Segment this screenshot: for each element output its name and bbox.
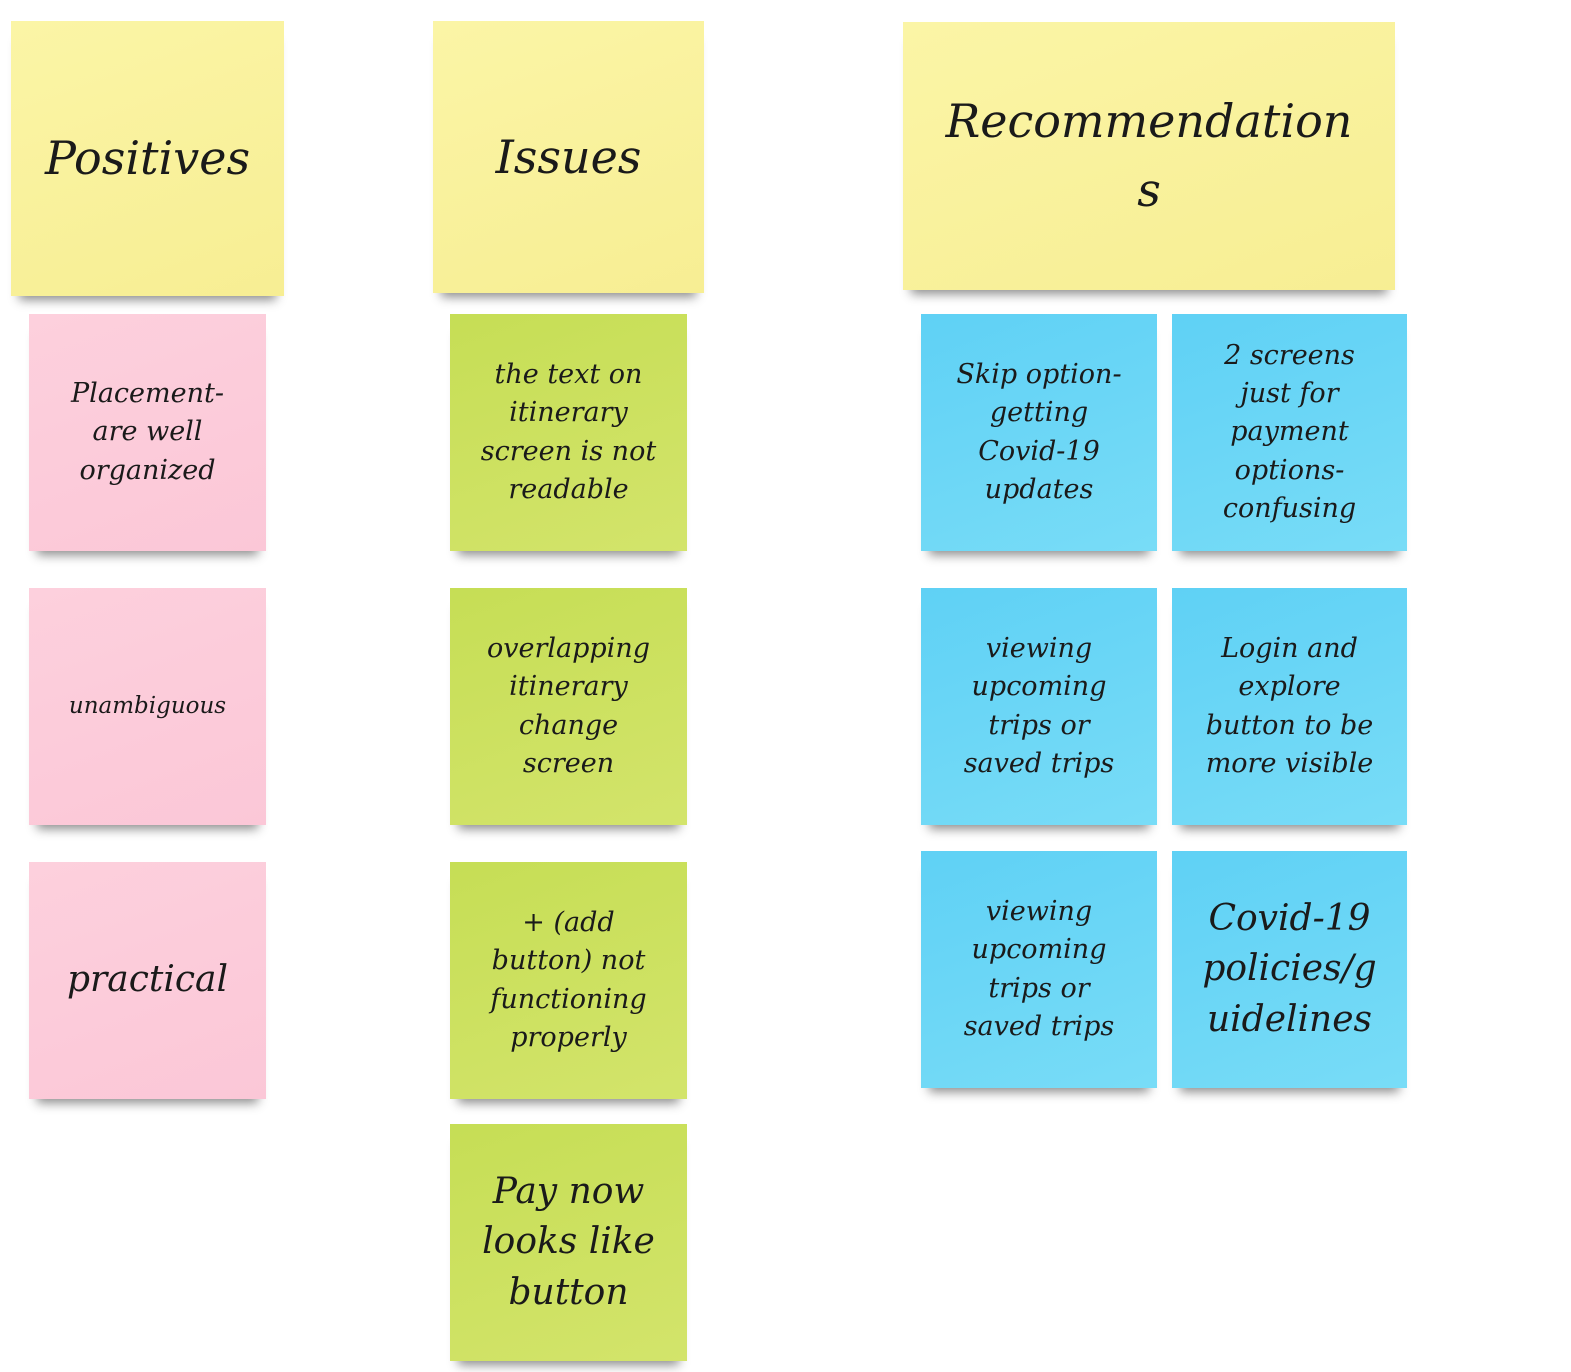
recommendation-note-text: viewing upcoming trips or saved trips: [963, 895, 1115, 1042]
issues-header-note: Issues: [433, 21, 704, 293]
recommendation-note-text: Skip option- getting Covid-19 updates: [956, 358, 1122, 505]
recommendation-note: viewing upcoming trips or saved trips: [921, 588, 1157, 825]
positive-note-text: unambiguous: [68, 693, 227, 720]
issues-header-label: Issues: [495, 129, 642, 184]
recommendation-note: Skip option- getting Covid-19 updates: [921, 314, 1157, 551]
issue-note-text: overlapping itinerary change screen: [486, 632, 650, 779]
issue-note: overlapping itinerary change screen: [450, 588, 687, 825]
recommendation-note-text: Login and explore button to be more visi…: [1205, 632, 1374, 779]
positive-note-text: practical: [67, 959, 228, 1001]
positive-note-text: Placement- are well organized: [71, 378, 224, 486]
recommendation-note: Covid-19 policies/g uidelines: [1172, 851, 1407, 1088]
positive-note: Placement- are well organized: [29, 314, 266, 551]
recommendation-note: 2 screens just for payment options- conf…: [1172, 314, 1407, 551]
positives-header-note: Positives: [11, 21, 284, 296]
issue-note-text: Pay now looks like button: [482, 1170, 655, 1313]
recommendation-note-text: viewing upcoming trips or saved trips: [963, 632, 1115, 779]
recommendation-note-text: Covid-19 policies/g uidelines: [1202, 897, 1377, 1040]
recommendation-note: Login and explore button to be more visi…: [1172, 588, 1407, 825]
positive-note: practical: [29, 862, 266, 1099]
recommendation-note-text: 2 screens just for payment options- conf…: [1222, 339, 1357, 524]
recommendations-header-label: Recommendation s: [945, 94, 1353, 217]
issue-note: the text on itinerary screen is not read…: [450, 314, 687, 551]
positive-note: unambiguous: [29, 588, 266, 825]
issue-note-text: the text on itinerary screen is not read…: [480, 358, 657, 505]
recommendations-header-note: Recommendation s: [903, 22, 1395, 290]
recommendation-note: viewing upcoming trips or saved trips: [921, 851, 1157, 1088]
issue-note-text: + (add button) not functioning properly: [490, 906, 647, 1053]
issue-note: + (add button) not functioning properly: [450, 862, 687, 1099]
positives-header-label: Positives: [44, 131, 251, 185]
issue-note: Pay now looks like button: [450, 1124, 687, 1361]
